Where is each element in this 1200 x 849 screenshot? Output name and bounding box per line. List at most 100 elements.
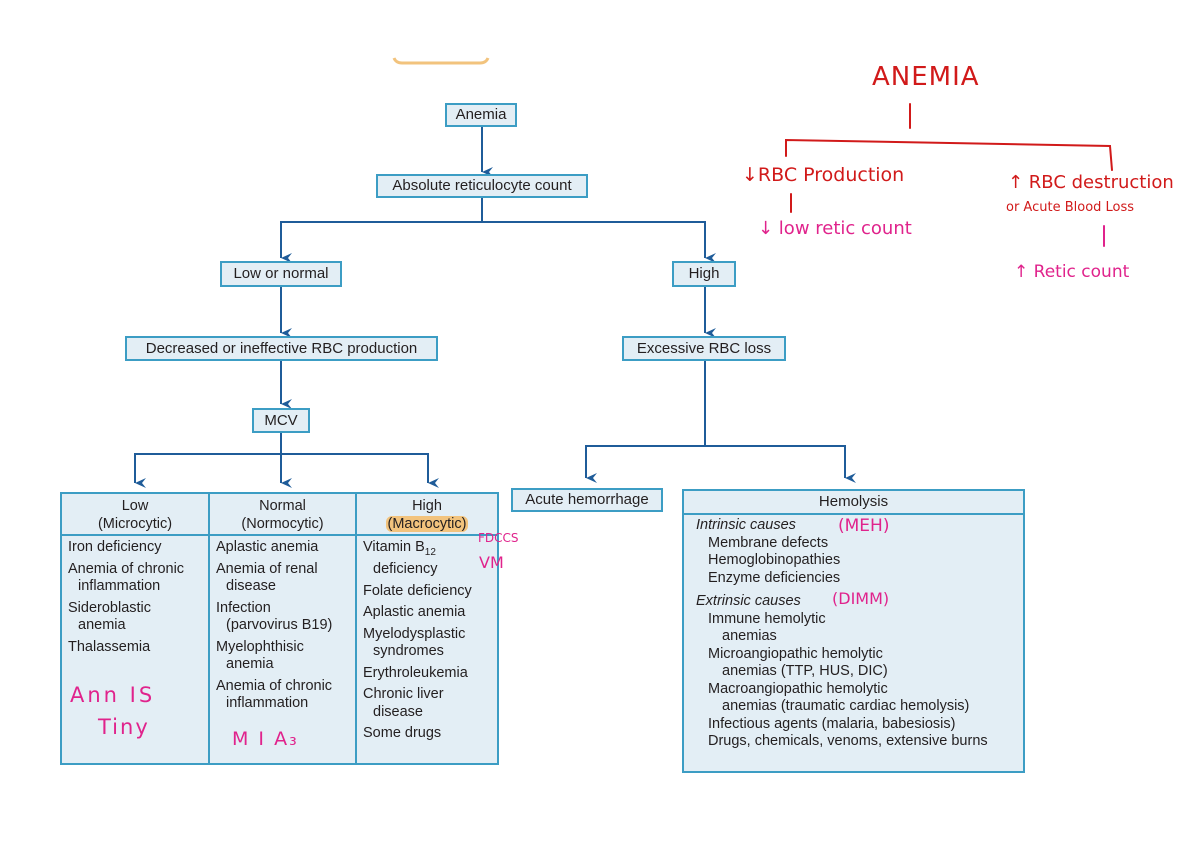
column-header: High (Macrocytic) [357,494,497,536]
item-text: Folate deficiency [363,582,472,599]
item-text: Aplastic anemia [363,604,466,621]
item-text: syndromes [373,643,444,660]
header-line: Normal [259,498,306,514]
list-item: Hemoglobinopathies [708,552,841,568]
node-decreased-label: Decreased or ineffective RBC production [145,339,418,357]
item-text: Sideroblastic [68,599,152,616]
connector-mcv-low [134,433,282,488]
item-text: (parvovirus B19) [226,617,333,633]
item-text: disease [373,703,423,720]
item-text: Erythroleukemia [363,664,468,681]
hw-line-branch [785,138,1113,171]
intrinsic-label: Intrinsic causes [696,517,796,533]
list-item: Infection(parvovirus B19) [216,600,355,635]
header-line: High [412,498,442,514]
hw-decreased-production: ↓RBC Production [742,164,905,186]
hemolysis-list: Intrinsic causes Membrane defects Hemogl… [684,515,1023,751]
node-low-or-normal-label: Low or normal [233,265,329,283]
list-item: Aplastic anemia [216,539,355,557]
node-high-label: High [688,265,720,283]
hw-mnemonic-microcytic-1: Ann IS [70,683,156,707]
list-item: Membrane defects [708,534,829,551]
column-header: Low (Microcytic) [62,494,208,536]
mcv-table: Low (Microcytic) Iron deficiency Anemia … [60,492,499,765]
item-text: Anemia of renal [216,560,318,577]
connector-excessive-split [585,360,706,483]
item-text: Anemia of chronic [216,677,333,694]
hemolysis-header: Hemolysis [684,491,1023,515]
hw-title-anemia: ANEMIA [872,62,980,92]
node-decreased-production: Decreased or ineffective RBC production [125,336,438,361]
list-item: Erythroleukemia [363,665,497,683]
list-item: Iron deficiency [68,539,208,557]
hw-mnemonic-intrinsic: (MEH) [838,516,890,536]
node-mcv: MCV [252,408,310,433]
node-excessive-loss: Excessive RBC loss [622,336,786,361]
item-text: deficiency [373,561,438,578]
list-item: Folate deficiency [363,583,497,601]
item-text: Myelodysplastic [363,625,466,642]
header-line: (Normocytic) [241,516,324,532]
item-text: Chronic liver [363,686,444,703]
list-item: Drugs, chemicals, venoms, extensive burn… [708,733,988,749]
item-text: Thalassemia [68,638,151,655]
node-excessive-label: Excessive RBC loss [636,339,772,357]
connector-retic-split [280,196,483,263]
hw-mnemonic-normocytic: M I A₃ [232,728,299,750]
hw-low-retic: ↓ low retic count [758,218,912,239]
hw-increased-destruction: ↑ RBC destruction [1008,172,1174,193]
node-anemia: Anemia [445,103,517,127]
extrinsic-label: Extrinsic causes [696,593,801,609]
hemolysis-table: Hemolysis Intrinsic causes Membrane defe… [682,489,1025,773]
hw-mnemonic-extrinsic: (DIMM) [832,589,890,608]
list-item: Some drugs [363,725,497,743]
item-text: Iron deficiency [68,539,162,555]
column-header: Normal (Normocytic) [210,494,355,536]
hw-acute-blood-loss: or Acute Blood Loss [1006,200,1135,215]
node-high: High [672,261,736,287]
item-text: anemia [78,617,126,633]
list-item: Microangiopathic hemolytic [708,645,883,662]
list-item: Enzyme deficiencies [708,569,841,586]
hw-mnemonic-macrocytic-1: FDCCS [478,531,519,545]
item-text: Aplastic anemia [216,539,319,555]
connector-excessive-hemolysis [705,445,856,483]
item-text: Myelophthisic [216,638,304,655]
column-normocytic: Normal (Normocytic) Aplastic anemia Anem… [208,494,355,763]
header-line: (Microcytic) [97,516,173,532]
node-acute-hemorrhage: Acute hemorrhage [511,488,663,512]
item-text: Anemia of chronic [68,560,185,577]
item-text: Infection [216,599,271,616]
item-text: inflammation [78,578,161,594]
node-anemia-label: Anemia [455,106,507,124]
subscript: 12 [424,546,436,558]
cropped-highlight-remnant [392,57,490,65]
list-item-cont: anemias (traumatic cardiac hemolysis) [722,698,970,714]
item-text: Vitamin B [363,539,425,555]
list-item-cont: anemias (TTP, HUS, DIC) [722,663,888,679]
item-text: Some drugs [363,725,442,742]
hw-mnemonic-microcytic-2: Tiny [98,715,150,739]
list-item: Thalassemia [68,639,208,657]
node-reticulocyte-label: Absolute reticulocyte count [392,177,572,195]
node-low-or-normal: Low or normal [220,261,342,287]
macrocytic-highlight: (Macrocytic) [385,516,469,532]
node-acute-label: Acute hemorrhage [525,491,649,509]
hw-increased-retic: ↑ Retic count [1014,262,1130,282]
connector-mcv-high [281,453,439,488]
list-item: Immune hemolytic [708,610,826,627]
list-item: Macroangiopathic hemolytic [708,680,888,697]
item-text: anemia [226,656,274,672]
connector-retic-high [482,221,716,263]
